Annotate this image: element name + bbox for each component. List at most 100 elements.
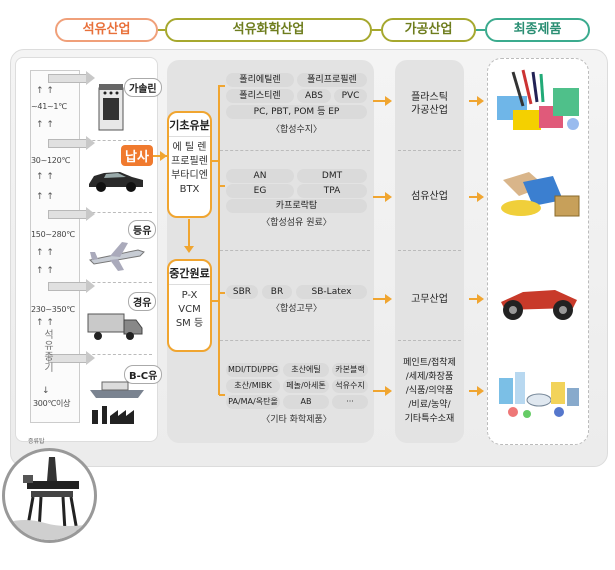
chip-pa-ma-octanol: PA/MA/옥탄올 — [226, 395, 280, 409]
basic-chemical-item: 프로필렌 — [171, 156, 208, 167]
car-icon — [89, 172, 143, 192]
rubber-products-icon — [501, 290, 577, 320]
product-diesel: 경유 — [128, 292, 157, 311]
intermediate-item: P-X — [181, 290, 198, 301]
row-divider-tower-1 — [82, 140, 152, 141]
basic-to-intermediate-arrow — [184, 246, 194, 253]
chip-petroleum-resin: 석유수지 — [332, 379, 368, 393]
basic-to-branch-line — [212, 160, 219, 162]
arrow-head-other-to-special — [385, 386, 392, 396]
chip-sb-latex: SB-Latex — [296, 285, 367, 299]
row-divider-tower-3 — [82, 282, 152, 283]
plastic-products-icon — [497, 69, 579, 130]
branch-resin-line — [219, 85, 225, 87]
arrow-line-fiber-to-textile — [373, 196, 387, 198]
oil-rig-icon — [5, 457, 94, 540]
arrow-head-rubber-to-rubber — [385, 294, 392, 304]
chip-carbon-black: 카본블랙 — [332, 363, 368, 377]
basic-to-intermediate-line — [188, 219, 190, 247]
up-arrow-icon: ↑ ↑ — [36, 192, 54, 202]
gas-stove-icon — [98, 84, 124, 131]
product-bc-oil: B-C유 — [124, 365, 163, 384]
up-arrow-icon: ↑ ↑ — [36, 318, 54, 328]
pipe-tip-1 — [86, 71, 95, 85]
header-connector-3 — [476, 29, 485, 31]
arrow-head-to-final-3 — [477, 294, 484, 304]
oil-rig-circle — [2, 448, 97, 543]
arrow-head-to-final-4 — [477, 386, 484, 396]
intermediate-item: VCM — [178, 304, 201, 315]
basic-chemical-item: 에 틸 렌 — [172, 142, 207, 153]
pipe-gasoline — [48, 74, 88, 83]
arrow-line-rubber-to-rubber — [373, 298, 387, 300]
pipe-tip-2 — [86, 136, 95, 150]
processing-plastic: 플라스틱 가공산업 — [411, 92, 448, 116]
arrow-line-to-final-2 — [469, 196, 479, 198]
intermediate-item: SM 등 — [175, 318, 204, 329]
branch-other-line — [219, 394, 225, 396]
distribution-line — [218, 85, 220, 395]
group-label-synthetic-fiber: 〈합성섬유 원료〉 — [261, 218, 332, 228]
chip-ellipsis: ··· — [332, 395, 368, 409]
temp-label-1: ~41~1℃ — [31, 102, 67, 111]
arrow-line-to-final-3 — [469, 298, 479, 300]
chip-polystyrene: 폴리스티렌 — [226, 89, 294, 103]
arrow-head-resin-to-plastic — [385, 96, 392, 106]
row-divider-proc-3 — [398, 340, 461, 341]
arrow-line-to-final-1 — [469, 100, 479, 102]
chip-acetic-acid-mibk: 초산/MIBK — [226, 379, 280, 393]
chip-ab: AB — [283, 395, 329, 409]
chip-mdi-tdi-ppg: MDI/TDI/PPG — [226, 363, 280, 377]
row-divider-tower-4 — [82, 354, 152, 355]
header-processing-industry: 가공산업 — [381, 18, 476, 42]
row-divider-3 — [220, 340, 370, 341]
row-divider-2 — [220, 250, 370, 251]
airplane-icon — [88, 242, 145, 271]
processing-specialty: 페인트/접착제 /세제/화장품 /식품/의약품 /비료/농약/ 기타특수소재 — [403, 358, 456, 424]
arrow-head-to-final-2 — [477, 192, 484, 202]
group-label-synthetic-resin: 〈합성수지〉 — [270, 125, 323, 135]
up-arrow-icon: ↑ ↑ — [36, 120, 54, 130]
chip-br: BR — [262, 285, 292, 299]
chip-ethyl-acetate: 초산에틸 — [283, 363, 329, 377]
chip-pvc: PVC — [334, 89, 367, 103]
basic-chemicals-box: 기초유분 에 틸 렌 프로필렌 부타디엔 BTX — [167, 111, 212, 218]
arrow-line-to-final-4 — [469, 390, 479, 392]
header-petrochemical-industry: 석유화학산업 — [165, 18, 372, 42]
row-divider-1 — [220, 150, 370, 151]
processing-fiber: 섬유산업 — [411, 191, 448, 202]
temp-label-4: 230~350℃ — [31, 305, 75, 314]
basic-chemicals-title: 기초유분 — [169, 117, 210, 137]
temp-label-5: 300℃이상 — [33, 399, 71, 408]
textile-products-icon — [501, 172, 580, 217]
up-arrow-icon: ↑ ↑ — [36, 86, 54, 96]
branch-fiber-line — [219, 185, 225, 187]
truck-icon — [87, 313, 143, 340]
arrow-head-to-final-1 — [477, 96, 484, 106]
header-connector-2 — [372, 29, 381, 31]
distillation-tower — [30, 70, 80, 423]
row-divider-proc-1 — [398, 150, 461, 151]
down-arrow-icon: ↓ — [42, 386, 50, 396]
intermediate-materials-title: 중간원료 — [169, 265, 210, 285]
pipe-diesel — [48, 282, 88, 291]
ship-factory-icon — [90, 381, 144, 424]
specialty-products-icon — [499, 372, 579, 418]
up-arrow-icon: ↑ ↑ — [36, 266, 54, 276]
chip-abs: ABS — [297, 89, 331, 103]
product-gasoline: 가솔린 — [124, 78, 162, 97]
intermediate-materials-box: 중간원료 P-X VCM SM 등 — [167, 259, 212, 352]
chip-dmt: DMT — [297, 169, 367, 183]
arrow-line-resin-to-plastic — [373, 100, 387, 102]
processing-column — [395, 60, 464, 443]
chip-engineering-plastics: PC, PBT, POM 등 EP — [226, 105, 367, 119]
row-divider-tower-2 — [82, 212, 152, 213]
temp-label-3: 150~280℃ — [31, 230, 75, 239]
chip-caprolactam: 카프로락탐 — [226, 199, 367, 213]
up-arrow-icon: ↑ ↑ — [36, 248, 54, 258]
group-label-other-chemicals: 〈기타 화학제품〉 — [261, 415, 332, 425]
pipe-tip-4 — [86, 279, 95, 293]
pipe-naphtha — [48, 139, 88, 148]
chip-tpa: TPA — [297, 184, 367, 198]
chip-phenol-acetone: 페놀/아세톤 — [283, 379, 329, 393]
